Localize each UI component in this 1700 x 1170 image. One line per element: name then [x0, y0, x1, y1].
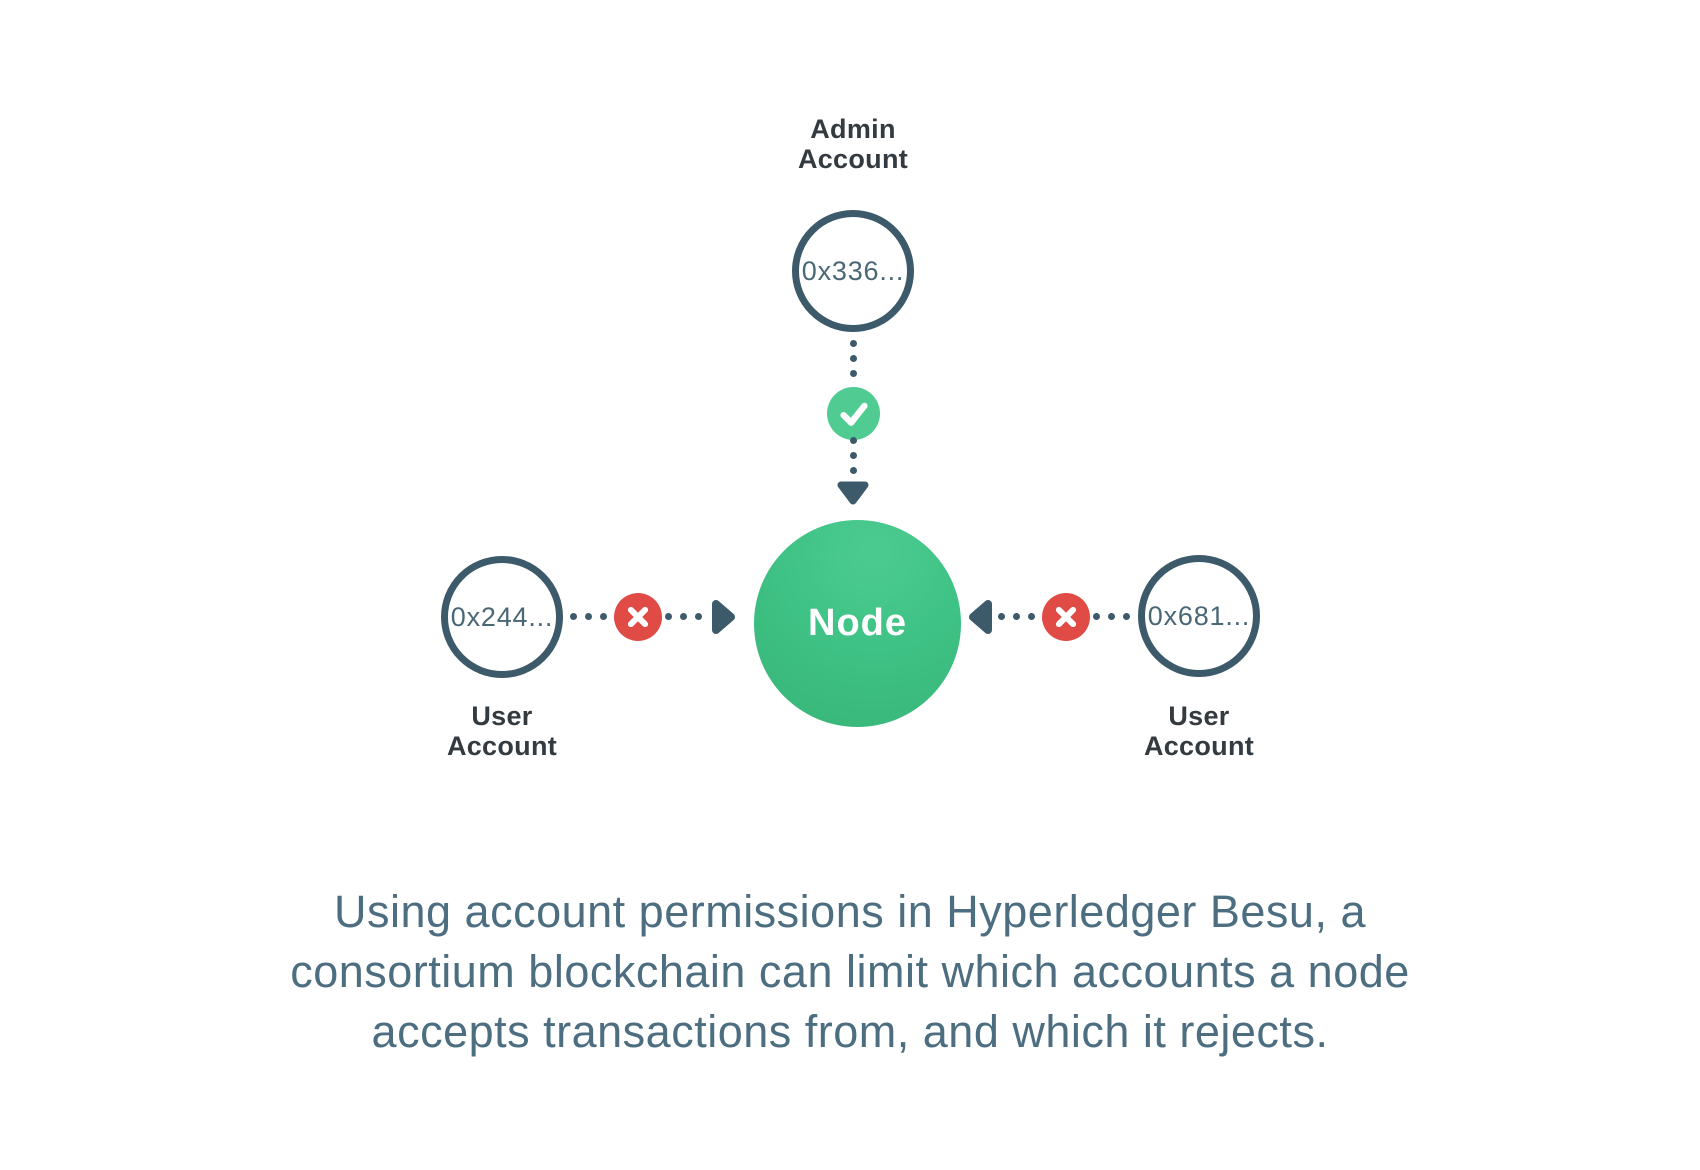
- user-account-right-circle: 0x681...: [1138, 555, 1260, 677]
- dotted-line-right-x-to-circle: [1093, 613, 1130, 620]
- admin-account-address: 0x336...: [801, 255, 905, 286]
- admin-account-label: Admin Account: [797, 114, 909, 174]
- reject-x-icon-left: [614, 593, 662, 641]
- user-account-left-label: User Account: [446, 701, 558, 761]
- arrow-left-icon: [969, 600, 992, 634]
- node-circle: Node: [754, 520, 961, 727]
- dotted-line-left-x-to-node: [665, 613, 702, 620]
- dotted-line-check-to-node: [850, 437, 857, 474]
- node-label: Node: [808, 602, 907, 644]
- arrow-down-icon: [837, 481, 869, 505]
- check-icon: [827, 387, 880, 440]
- arrow-right-icon: [712, 600, 735, 634]
- user-account-left-address: 0x244...: [450, 601, 554, 632]
- user-account-right-address: 0x681...: [1147, 600, 1251, 631]
- admin-account-circle: 0x336...: [792, 210, 914, 332]
- user-account-right-label: User Account: [1143, 701, 1255, 761]
- dotted-line-node-to-right-x: [998, 613, 1035, 620]
- dotted-line-left-circle-to-x: [570, 613, 607, 620]
- caption-text: Using account permissions in Hyperledger…: [290, 886, 1410, 1057]
- dotted-line-admin-to-check: [850, 340, 857, 377]
- reject-x-icon-right: [1042, 593, 1090, 641]
- user-account-left-circle: 0x244...: [441, 556, 563, 678]
